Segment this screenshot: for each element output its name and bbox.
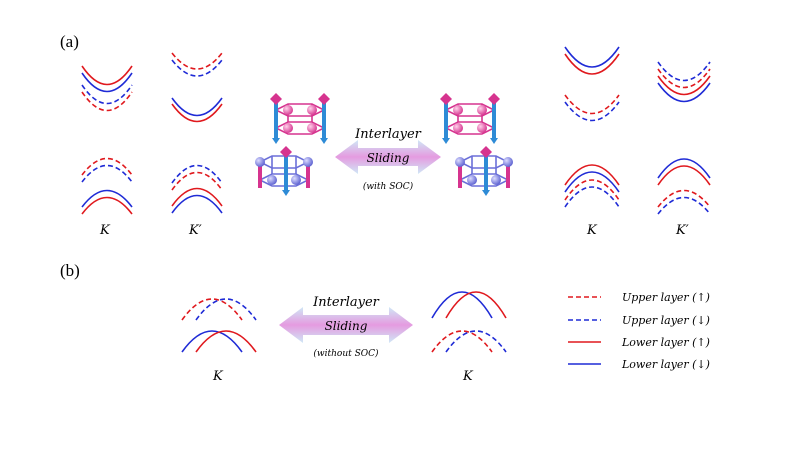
arrow-b-mid-label: Sliding [325, 319, 368, 333]
band-group-b-right [431, 291, 507, 353]
valley-label-b-right-K: K [462, 369, 474, 384]
legend-text-0: Upper layer (↑) [622, 291, 710, 304]
band-group-a-left-K-conduction [81, 65, 133, 112]
arrow-a-top-label: Interlayer [354, 127, 422, 142]
valley-label-a-right-Kp: K′ [675, 223, 689, 238]
arrow-b-bottom-label: (without SOC) [313, 348, 379, 359]
valley-label-a-left-Kp: K′ [188, 223, 202, 238]
legend: Upper layer (↑) Upper layer (↓) Lower la… [568, 291, 710, 371]
lattice-lower-left [255, 146, 313, 196]
legend-text-3: Lower layer (↓) [621, 358, 710, 371]
legend-text-1: Upper layer (↓) [622, 314, 710, 327]
valley-label-a-left-K: K [99, 223, 111, 238]
band-group-a-right-K-valence [564, 164, 620, 208]
arrow-a-mid-label: Sliding [367, 151, 410, 165]
band-group-a-left-Kp-conduction [171, 52, 223, 123]
panel-a-label: (a) [60, 32, 79, 51]
panel-b-label: (b) [60, 261, 80, 280]
arrow-b-top-label: Interlayer [312, 295, 380, 310]
lattice-upper-right [440, 93, 500, 144]
valley-label-b-left-K: K [212, 369, 224, 384]
band-group-a-right-Kp-conduction [657, 61, 711, 103]
band-group-a-left-Kp-valence [171, 164, 223, 214]
double-arrow-b [279, 307, 413, 343]
band-group-a-right-Kp-valence [657, 158, 711, 215]
lattice-lower-right [455, 146, 513, 196]
arrow-a-bottom-label: (with SOC) [363, 181, 414, 192]
legend-text-2: Lower layer (↑) [621, 336, 710, 349]
lattice-upper-left [270, 93, 330, 144]
band-group-a-right-K-conduction [564, 46, 620, 122]
valley-label-a-right-K: K [586, 223, 598, 238]
double-arrow-a [335, 140, 441, 174]
band-group-b-left [181, 298, 257, 353]
band-group-a-left-K-valence [81, 157, 133, 215]
